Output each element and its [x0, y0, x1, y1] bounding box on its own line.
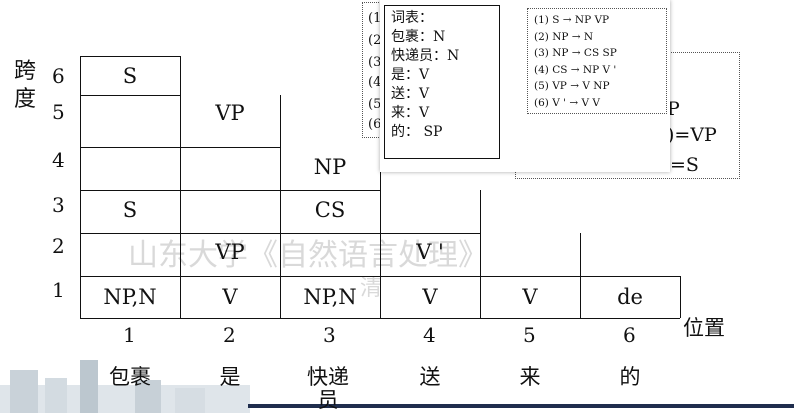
x-tick: 4 [423, 323, 436, 347]
sentence-word: 快递员 [307, 365, 349, 413]
grammar-rule: (4) CS → NP V ' [534, 63, 617, 76]
chart-cell: S [122, 198, 138, 222]
grid-line [80, 318, 680, 319]
grammar-rules-box: (1) S → NP VP (2) NP → N (3) NP → CS SP … [527, 8, 667, 114]
y-tick: 4 [52, 148, 65, 172]
y-tick: 3 [52, 193, 65, 217]
y-axis-label: 跨度 [14, 59, 37, 112]
y-tick: 1 [52, 278, 65, 302]
x-tick: 1 [123, 323, 136, 347]
lexicon-entry: 快递员：N [391, 48, 460, 64]
grammar-rule: (3) NP → CS SP [534, 47, 617, 59]
sentence-word: 是 [219, 365, 241, 389]
background-fragment: (4 [368, 75, 382, 90]
y-tick: 5 [52, 100, 65, 124]
background-fragment: (1 [368, 11, 382, 26]
skyline-backdrop [0, 360, 250, 413]
chart-cell: V [422, 285, 438, 309]
grid-line [680, 276, 681, 318]
background-fragment: (6 [368, 117, 382, 132]
background-dotted-box-2 [362, 2, 391, 138]
chart-cell: V [522, 285, 538, 309]
background-fragment: )=VP [667, 124, 717, 146]
x-tick: 5 [523, 323, 536, 347]
lexicon-box: 词表： 包裹：N 快递员：N 是：V 送：V 来：V 的： SP [384, 5, 500, 159]
chart-cell: VP [215, 240, 245, 264]
sentence-word: 送 [419, 365, 441, 389]
bottom-rule [248, 404, 794, 408]
lexicon-entry: 的： SP [391, 124, 443, 140]
grid-line [80, 56, 81, 318]
grid-line [380, 147, 381, 318]
chart-cell: V ' [416, 240, 444, 264]
x-axis-label: 位置 [683, 316, 725, 340]
y-tick: 2 [52, 234, 65, 258]
lexicon-entry: 来：V [391, 105, 430, 121]
grammar-rule: (5) VP → V NP [534, 80, 610, 92]
grid-line [80, 95, 180, 96]
lexicon-entry: 送：V [391, 86, 430, 102]
background-fragment: (5 [368, 97, 382, 112]
grid-line [180, 56, 181, 318]
lexicon-entry: 是：V [391, 67, 430, 83]
chart-cell: V [222, 285, 238, 309]
y-tick: 6 [52, 64, 65, 88]
grammar-rule: (6) V ' → V V [534, 96, 600, 109]
sentence-word: 的 [619, 365, 641, 389]
lexicon-title: 词表： [391, 10, 433, 26]
watermark-text: 山东大学《自然语言处理》 [128, 238, 488, 273]
grid-line [480, 190, 481, 318]
x-tick: 2 [223, 323, 236, 347]
grid-line [280, 95, 281, 318]
background-fragment: =S [670, 154, 699, 176]
x-tick: 6 [623, 323, 636, 347]
chart-cell: NP,N [303, 285, 357, 309]
chart-cell: VP [215, 101, 245, 125]
sentence-word: 包裹 [109, 365, 151, 389]
chart-cell: NP [313, 155, 347, 179]
grid-line [80, 56, 180, 57]
grid-line [580, 233, 581, 318]
chart-cell: NP,N [103, 285, 157, 309]
lexicon-entry: 包裹：N [391, 29, 446, 45]
background-fragment: (3 [368, 55, 382, 70]
chart-cell: de [617, 285, 643, 309]
grammar-rule: (2) NP → N [534, 30, 594, 43]
chart-cell: CS [314, 198, 346, 222]
background-fragment: P [667, 98, 680, 120]
x-tick: 3 [323, 323, 336, 347]
sentence-word: 来 [519, 365, 541, 389]
grid-line [80, 190, 380, 191]
watermark-text: 清 [360, 276, 383, 301]
background-fragment: (2 [368, 33, 382, 48]
grammar-rule: (1) S → NP VP [534, 14, 610, 26]
chart-cell: S [122, 64, 138, 88]
